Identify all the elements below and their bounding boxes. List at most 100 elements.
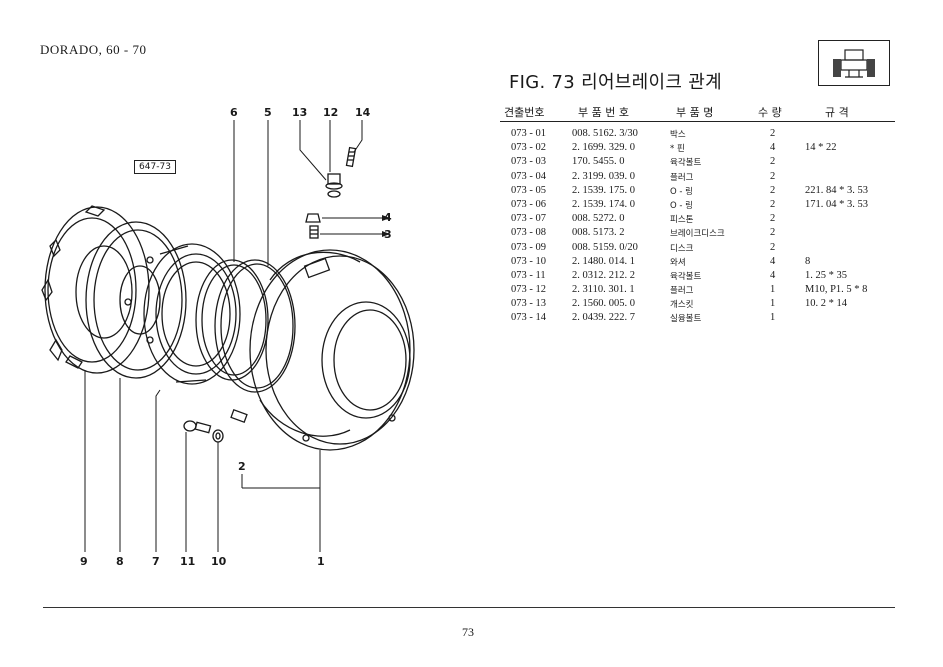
part-key-no: 073 - 05 [511, 184, 546, 196]
part-name: O - 링 [670, 186, 693, 197]
part-3-bolt [309, 225, 319, 239]
part-13-plug [325, 173, 343, 190]
part-key-no: 073 - 10 [511, 255, 546, 267]
part-qty: 2 [770, 241, 776, 253]
part-qty: 1 [770, 284, 776, 296]
part-key-no: 073 - 13 [511, 298, 546, 310]
part-key-no: 073 - 14 [511, 312, 546, 324]
part-9-disc [41, 205, 150, 374]
part-name: 개스킷 [670, 300, 694, 311]
part-number: 2. 1560. 005. 0 [572, 298, 635, 310]
part-qty: 4 [770, 269, 776, 281]
part-key-no: 073 - 03 [511, 156, 546, 168]
callout-13: 13 [292, 106, 308, 119]
callout-1: 1 [317, 555, 325, 568]
header-spec: 규 격 [825, 106, 849, 119]
part-number: 2. 1480. 014. 1 [572, 255, 635, 267]
part-qty: 2 [770, 213, 776, 225]
header-qty: 수 량 [758, 106, 782, 119]
figure-ref-code: 647-73 [134, 160, 176, 174]
part-name: 와셔 [670, 257, 686, 268]
part-number: 2. 1699. 329. 0 [572, 142, 635, 154]
part-5-o-ring [214, 259, 296, 393]
header-part-no: 부 품 번 호 [578, 106, 629, 119]
part-qty: 2 [770, 128, 776, 139]
part-spec: 14 * 22 [805, 142, 837, 154]
callout-11: 11 [180, 555, 196, 568]
part-qty: 1 [770, 298, 776, 310]
part-number: 008. 5173. 2 [572, 227, 625, 239]
table-header: 견출번호 부 품 번 호 부 품 명 수 량 규 격 [500, 104, 900, 122]
tractor-thumbnail [818, 40, 890, 86]
footer-rule [43, 607, 895, 608]
part-12-plug [327, 190, 341, 198]
table-row: 073 - 07 008. 5272. 0 피스톤 2 [500, 213, 900, 227]
callout-9: 9 [80, 555, 88, 568]
part-key-no: 073 - 08 [511, 227, 546, 239]
part-number: 2. 0312. 212. 2 [572, 269, 635, 281]
part-name: 박스 [670, 130, 686, 140]
callout-7: 7 [152, 555, 160, 568]
part-number: 008. 5159. 0/20 [572, 241, 638, 253]
part-qty: 2 [770, 156, 776, 168]
part-qty: 4 [770, 255, 776, 267]
part-7-piston [143, 243, 241, 385]
part-2-pin [230, 409, 248, 423]
page-number: 73 [462, 625, 474, 639]
callout-8: 8 [116, 555, 124, 568]
part-key-no: 073 - 04 [511, 170, 546, 182]
part-name: 피스톤 [670, 215, 694, 226]
part-8-disc [85, 221, 187, 379]
part-number: 170. 5455. 0 [572, 156, 625, 168]
callout-3: 3 [384, 228, 392, 241]
callout-10: 10 [211, 555, 227, 568]
part-qty: 4 [770, 142, 776, 154]
callout-14: 14 [355, 106, 371, 119]
part-name: 실융볼트 [670, 314, 702, 325]
part-key-no: 073 - 09 [511, 241, 546, 253]
header-name: 부 품 명 [676, 106, 714, 119]
part-spec: 221. 84 * 3. 53 [805, 184, 868, 196]
model-header: DORADO, 60 - 70 [40, 42, 147, 57]
part-qty: 2 [770, 184, 776, 196]
part-name: 브레이크디스크 [670, 229, 725, 240]
callout-4: 4 [384, 211, 392, 224]
part-qty: 2 [770, 170, 776, 182]
part-key-no: 073 - 07 [511, 213, 546, 225]
part-spec: M10, P1. 5 * 8 [805, 284, 868, 296]
part-11-bolt [183, 420, 212, 434]
part-key-no: 073 - 01 [511, 128, 546, 139]
callout-12: 12 [323, 106, 339, 119]
table-row: 073 - 05 2. 1539. 175. 0 O - 링 2 221. 84 * 3… [500, 185, 900, 199]
part-spec: 1. 25 * 35 [805, 269, 847, 281]
part-number: 2. 1539. 175. 0 [572, 184, 635, 196]
part-number: 008. 5272. 0 [572, 213, 625, 225]
part-qty: 2 [770, 227, 776, 239]
part-number: 2. 3199. 039. 0 [572, 170, 635, 182]
part-name: 플러그 [670, 286, 694, 297]
part-name: 디스크 [670, 243, 694, 254]
part-14-bolt [345, 146, 357, 168]
callout-5: 5 [264, 106, 272, 119]
part-4-plug [305, 213, 321, 223]
table-row: 073 - 08 008. 5173. 2 브레이크디스크 2 [500, 227, 900, 241]
part-spec: 171. 04 * 3. 53 [805, 198, 868, 210]
tractor-icon [833, 49, 875, 78]
part-qty: 2 [770, 198, 776, 210]
part-name: * 핀 [670, 144, 685, 155]
part-qty: 1 [770, 312, 776, 324]
part-name: O - 링 [670, 200, 693, 211]
callout-2: 2 [238, 460, 246, 473]
part-number: 2. 1539. 174. 0 [572, 198, 635, 210]
part-name: 육각볼트 [670, 158, 702, 169]
part-key-no: 073 - 02 [511, 142, 546, 154]
